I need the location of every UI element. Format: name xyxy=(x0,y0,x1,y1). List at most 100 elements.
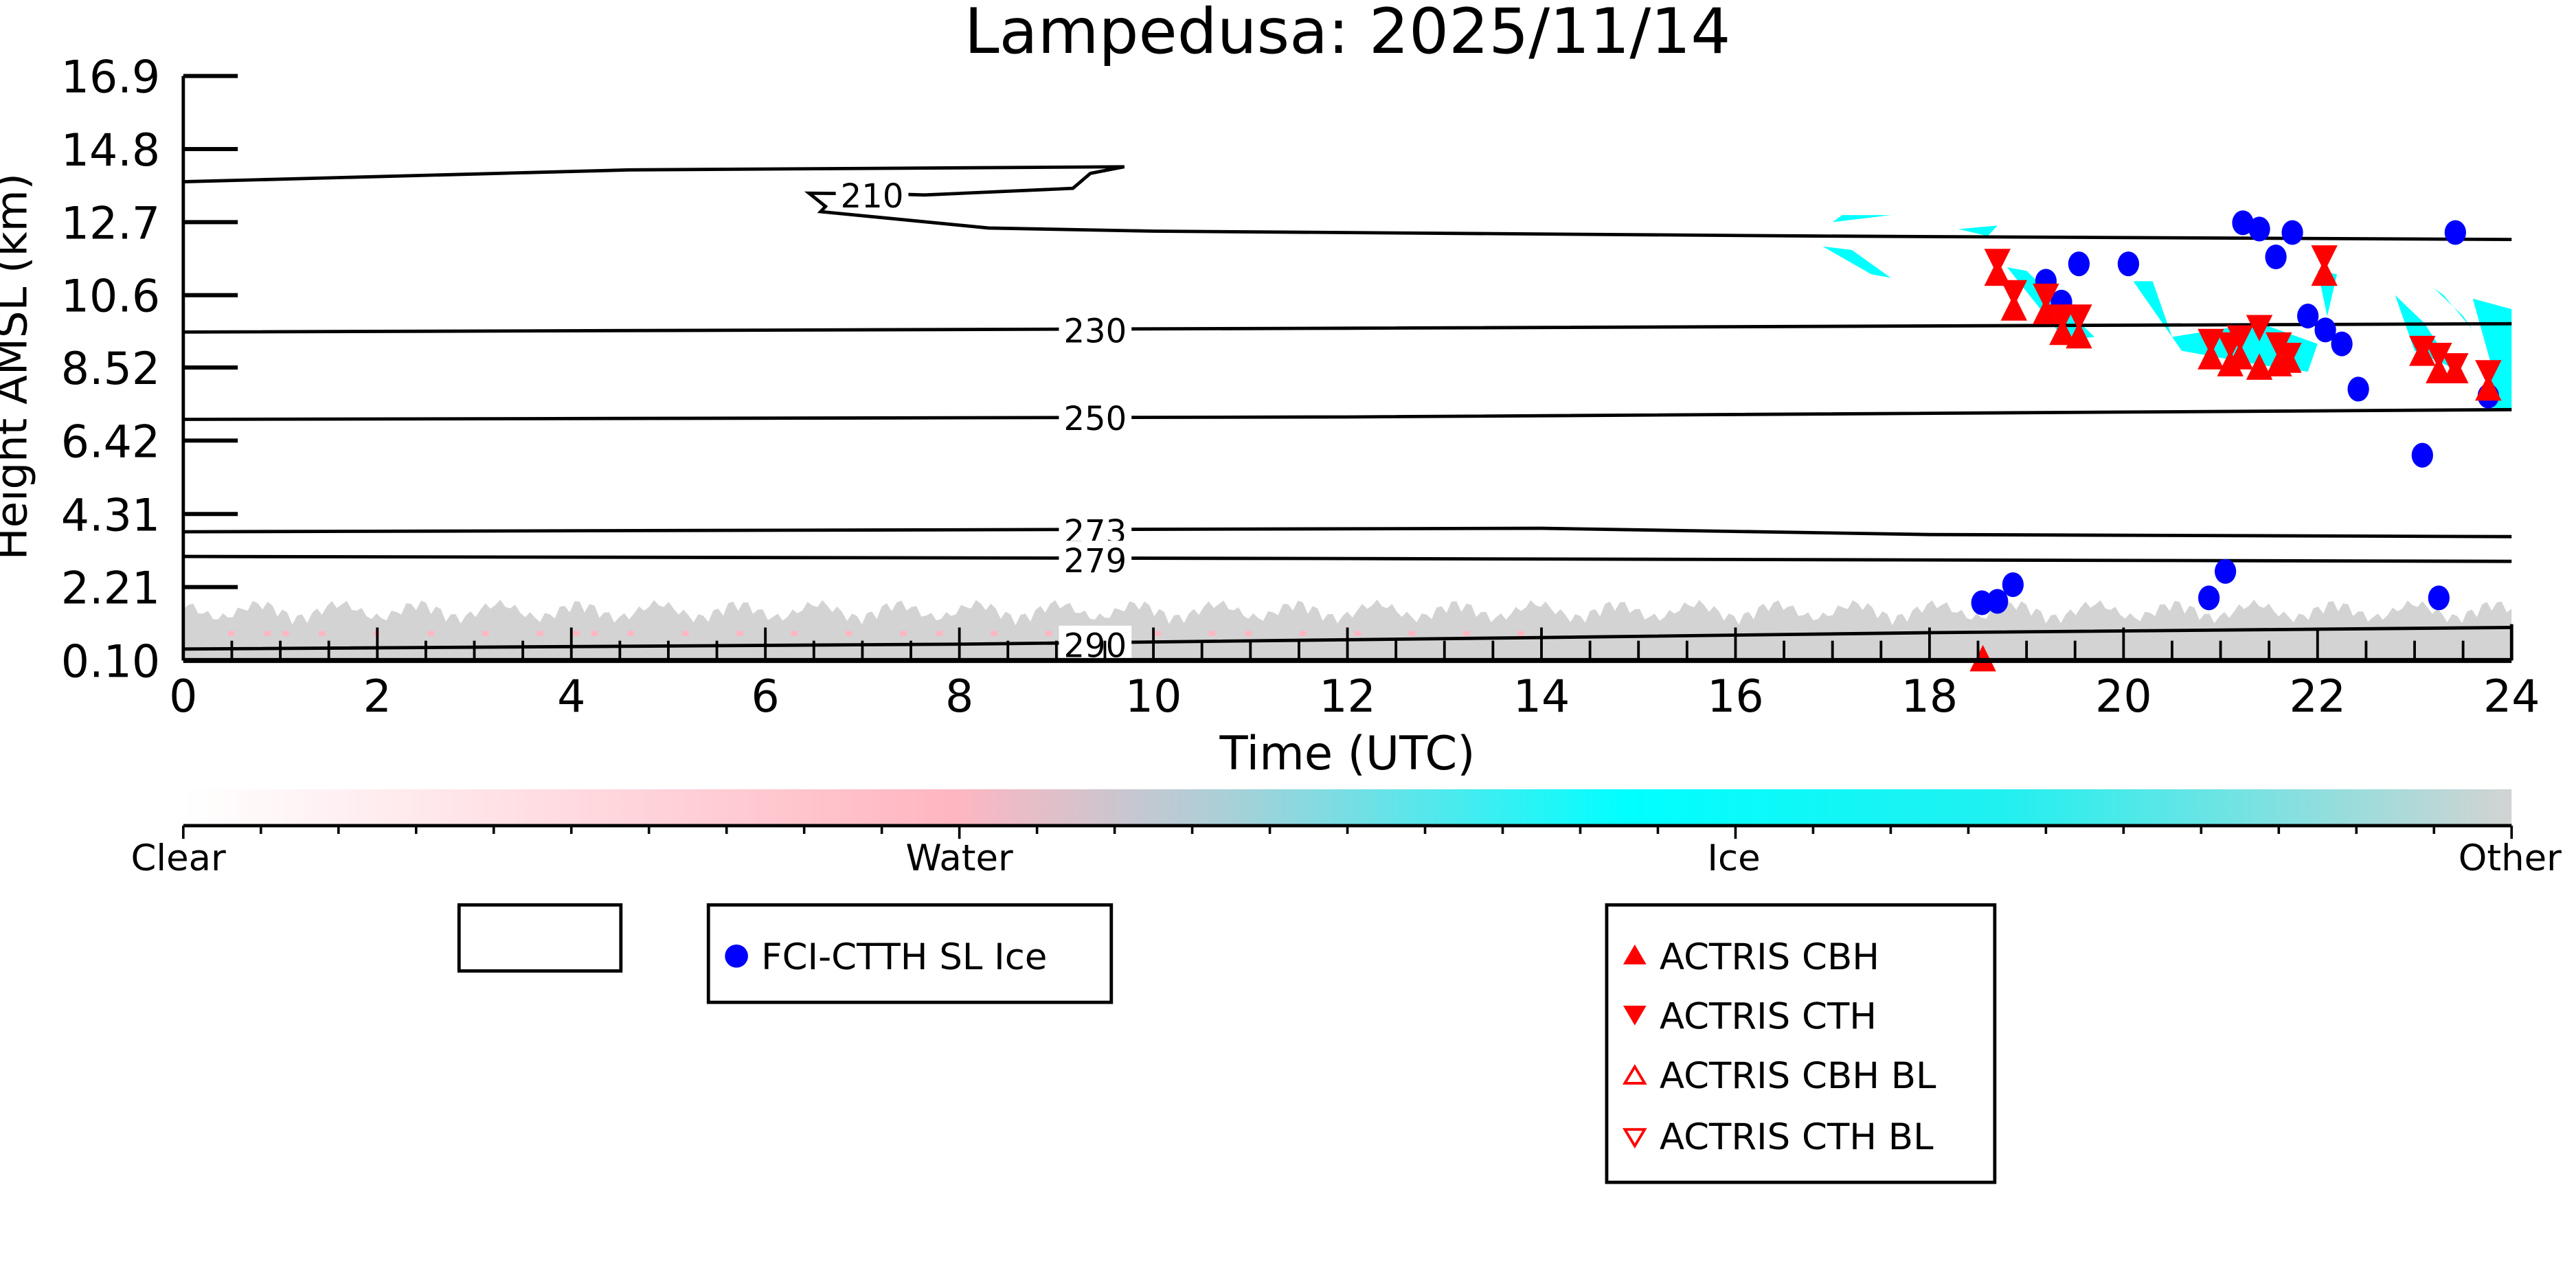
actris-cbh-point xyxy=(2033,297,2059,324)
colorbar-label-other: Other xyxy=(2459,837,2562,879)
water-cloud-speck xyxy=(1045,631,1052,636)
legend-empty-box xyxy=(457,903,623,973)
x-tick-label: 6 xyxy=(752,671,780,723)
fci-ctth-point xyxy=(2198,585,2220,611)
water-cloud-speck xyxy=(573,631,580,636)
chart-title: Lampedusa: 2025/11/14 xyxy=(964,0,1731,68)
water-cloud-speck xyxy=(318,631,326,636)
colorbar-label-ice: Ice xyxy=(1707,837,1760,879)
contour-label-279: 279 xyxy=(1063,542,1127,580)
legend-label-cbh-bl: ACTRIS CBH BL xyxy=(1660,1055,1936,1097)
ice-cloud-region xyxy=(1822,246,1891,278)
x-tick-label: 18 xyxy=(1901,671,1958,723)
contour-label-bg xyxy=(835,176,909,210)
y-tick-label: 10.6 xyxy=(61,271,160,323)
actris-cth-point xyxy=(2246,315,2273,341)
water-cloud-speck xyxy=(591,631,598,636)
actris-cth-point xyxy=(2409,335,2436,363)
y-tick-label: 16.9 xyxy=(61,52,160,104)
colorbar xyxy=(182,789,2513,839)
water-cloud-speck xyxy=(1299,631,1307,636)
legend-label-cth: ACTRIS CTH xyxy=(1660,996,1877,1038)
water-cloud-speck xyxy=(1208,631,1216,636)
x-tick-label: 20 xyxy=(2095,671,2152,723)
fci-ctth-point xyxy=(2314,317,2336,343)
actris-cbh-point xyxy=(2066,321,2092,349)
contour-label-bg xyxy=(1059,310,1132,344)
actris-cth-point xyxy=(2226,325,2254,352)
colorbar-label-clear: Clear xyxy=(131,837,226,879)
legend-circle-marker-icon xyxy=(725,945,748,968)
contour-label-bg xyxy=(1059,625,1132,659)
water-cloud-speck xyxy=(627,631,635,636)
temperature-contour-230 xyxy=(183,321,2512,334)
water-cloud-speck xyxy=(536,631,543,636)
colorbar-gradient xyxy=(183,789,2512,826)
fci-ctth-point xyxy=(2411,442,2433,468)
water-cloud-speck xyxy=(791,631,798,636)
temperature-contour-210 xyxy=(804,191,2512,242)
fci-ctth-point xyxy=(2248,216,2270,242)
actris-cbh-point xyxy=(2246,353,2273,380)
contour-label-bg xyxy=(1059,512,1132,545)
actris-cbh-point xyxy=(2197,343,2224,370)
water-cloud-speck xyxy=(1517,631,1524,636)
fci-ctth-point xyxy=(2215,558,2237,584)
water-cloud-speck xyxy=(1154,631,1161,636)
x-tick-label: 16 xyxy=(1707,671,1764,723)
actris-cth-point xyxy=(2000,280,2027,307)
actris-cbh-point xyxy=(2311,259,2338,286)
actris-cbh-point xyxy=(2475,374,2502,401)
ice-cloud-region xyxy=(2472,298,2512,410)
water-cloud-speck xyxy=(936,631,943,636)
y-tick-label: 4.31 xyxy=(61,490,160,541)
water-cloud-speck xyxy=(482,631,489,636)
legend-triangle-down-icon xyxy=(1623,1005,1647,1026)
water-cloud-speck xyxy=(681,631,689,636)
y-tick-label: 8.52 xyxy=(61,343,160,395)
water-cloud-speck xyxy=(1354,631,1361,636)
legend-fci: FCI-CTTH SL Ice xyxy=(706,903,1114,1004)
contour-label-230: 230 xyxy=(1063,313,1127,351)
x-tick-label: 0 xyxy=(169,671,197,723)
contour-label-bg xyxy=(1059,541,1132,574)
x-tick-label: 2 xyxy=(363,671,392,723)
water-cloud-speck xyxy=(900,631,907,636)
fci-ctth-point xyxy=(1987,589,2009,614)
ice-cloud-region xyxy=(1832,215,1891,223)
actris-cth-point xyxy=(2426,342,2452,370)
water-cloud-speck xyxy=(991,631,997,636)
fci-ctth-point xyxy=(2297,304,2319,329)
legend-triangle-up-icon xyxy=(1623,945,1647,964)
y-tick-label: 2.21 xyxy=(61,563,160,615)
ice-cloud-region xyxy=(1958,225,1998,236)
actris-cth-point xyxy=(2197,328,2224,356)
contour-label-bg xyxy=(1059,398,1132,432)
fci-ctth-point xyxy=(2444,220,2466,245)
x-tick-label: 10 xyxy=(1125,671,1182,723)
fci-ctth-point xyxy=(2117,251,2140,277)
water-cloud-speck xyxy=(1245,631,1252,636)
actris-cth-point xyxy=(2275,342,2302,370)
water-cloud-speck xyxy=(427,631,435,636)
actris-cth-point xyxy=(2033,283,2059,310)
fci-ctth-point xyxy=(2232,210,2254,236)
water-cloud-speck xyxy=(282,631,289,636)
x-tick-label: 24 xyxy=(2483,671,2540,723)
fci-ctth-point xyxy=(2347,376,2369,402)
water-cloud-speck xyxy=(736,631,743,636)
y-tick-label: 0.10 xyxy=(61,637,160,688)
colorbar-label-water: Water xyxy=(905,837,1013,879)
fci-ctth-point xyxy=(2068,251,2090,277)
x-tick-label: 12 xyxy=(1319,671,1376,723)
fci-ctth-point xyxy=(2002,572,2024,598)
y-tick-label: 6.42 xyxy=(61,416,160,468)
actris-cbh-point xyxy=(2000,294,2027,321)
water-cloud-speck xyxy=(845,631,852,636)
actris-cbh-point xyxy=(2226,343,2254,370)
x-tick-label: 8 xyxy=(945,671,973,723)
fci-ctth-point xyxy=(1971,590,1993,615)
contour-label-210: 210 xyxy=(841,177,904,216)
